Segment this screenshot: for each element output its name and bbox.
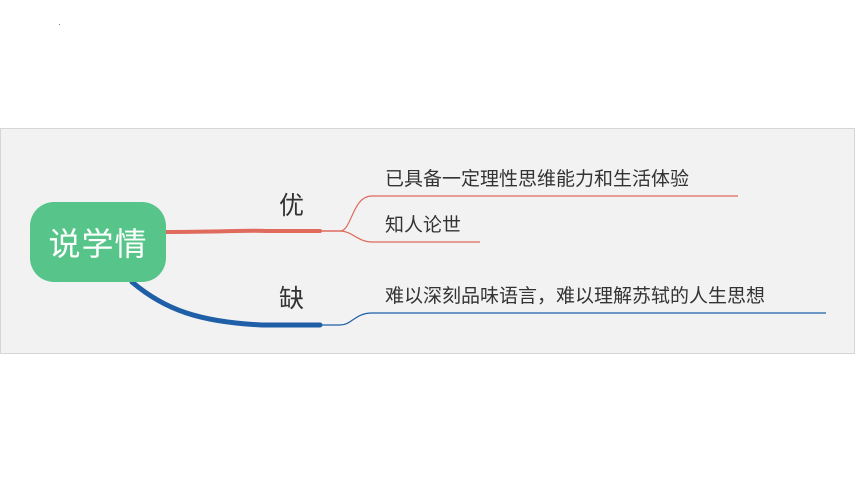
stray-dot xyxy=(59,24,60,25)
leaf-you-2: 知人论世 xyxy=(385,214,462,236)
branch-you: 优 xyxy=(279,191,305,220)
root-node: 说学情 xyxy=(30,202,166,282)
leaf-you-1: 已具备一定理性思维能力和生活体验 xyxy=(385,168,690,190)
connector-root-you xyxy=(164,228,322,234)
branch-que: 缺 xyxy=(279,284,305,313)
connector-you-leaf-2 xyxy=(339,230,480,243)
connector-root-que xyxy=(129,279,323,328)
connector-que-leaf-1 xyxy=(320,312,826,326)
connector-you-leaf-1 xyxy=(339,195,738,232)
leaf-que-1: 难以深刻品味语言，难以理解苏轼的人生思想 xyxy=(385,285,766,307)
